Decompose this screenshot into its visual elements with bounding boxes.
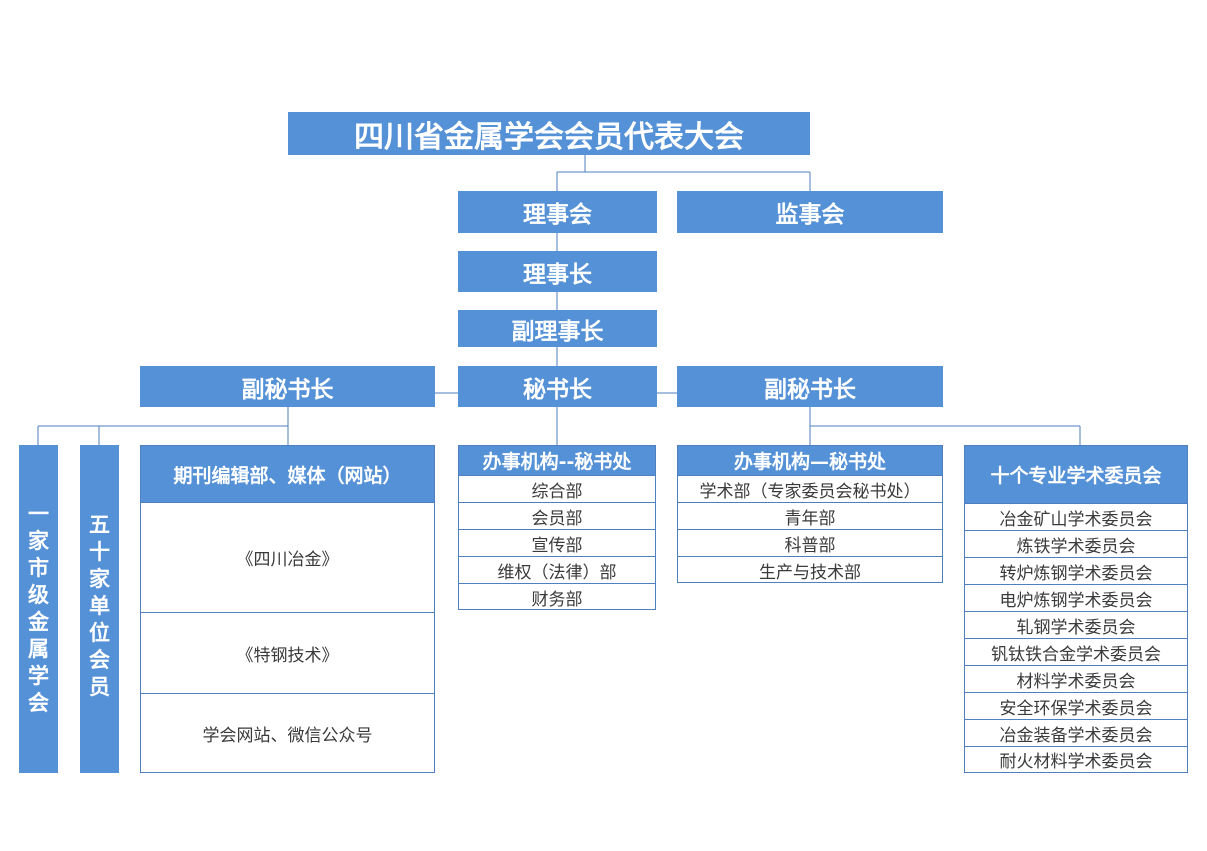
media-item: 《特钢技术》 (141, 612, 434, 693)
committee-item: 材料学术委员会 (965, 665, 1187, 692)
office-right-title: 办事机构—秘书处 (678, 446, 942, 475)
city-societies-label: 一家市级金属学会 (28, 501, 49, 717)
media-item: 《四川冶金》 (141, 502, 434, 612)
deputy-secretary-left-box: 副秘书长 (140, 366, 435, 407)
members-congress-label: 四川省金属学会会员代表大会 (354, 119, 744, 155)
supervisory-board-box: 监事会 (677, 191, 943, 233)
committee-item: 电炉炼钢学术委员会 (965, 584, 1187, 611)
city-societies-char: 属 (28, 637, 49, 661)
office-right-item: 青年部 (678, 502, 942, 529)
city-societies-box: 一家市级金属学会 (19, 445, 58, 773)
member-units-char: 单 (89, 594, 110, 618)
office-left-panel: 办事机构--秘书处 综合部 会员部 宣传部 维权（法律）部 财务部 (458, 445, 656, 610)
city-societies-char: 金 (28, 610, 49, 634)
office-right-panel: 办事机构—秘书处 学术部（专家委员会秘书处） 青年部 科普部 生产与技术部 (677, 445, 943, 583)
president-box: 理事长 (458, 251, 657, 292)
city-societies-char: 级 (28, 583, 49, 607)
office-left-title: 办事机构--秘书处 (459, 446, 655, 475)
deputy-secretary-right-label: 副秘书长 (764, 376, 856, 403)
member-units-label: 五十家单位会员 (89, 512, 110, 701)
committee-item: 钒钛铁合金学术委员会 (965, 638, 1187, 665)
city-societies-char: 会 (28, 691, 49, 715)
media-panel: 期刊编辑部、媒体（网站） 《四川冶金》 《特钢技术》 学会网站、微信公众号 (140, 445, 435, 773)
committee-item: 炼铁学术委员会 (965, 530, 1187, 557)
members-congress-box: 四川省金属学会会员代表大会 (288, 112, 810, 155)
vice-president-label: 副理事长 (511, 318, 604, 345)
committee-item: 转炉炼钢学术委员会 (965, 557, 1187, 584)
supervisory-board-label: 监事会 (775, 202, 845, 228)
office-left-item: 综合部 (459, 475, 655, 502)
office-left-item: 财务部 (459, 583, 655, 610)
office-left-item: 宣传部 (459, 529, 655, 556)
city-societies-char: 一 (28, 502, 49, 526)
member-units-char: 五 (89, 513, 110, 537)
committee-item: 冶金矿山学术委员会 (965, 503, 1187, 530)
media-item: 学会网站、微信公众号 (141, 693, 434, 772)
deputy-secretary-left-label: 副秘书长 (241, 376, 334, 403)
committee-item: 耐火材料学术委员会 (965, 746, 1187, 772)
council-box: 理事会 (458, 191, 657, 233)
member-units-box: 五十家单位会员 (80, 445, 119, 773)
member-units-char: 会 (89, 648, 110, 672)
media-title: 期刊编辑部、媒体（网站） (141, 446, 434, 502)
member-units-char: 十 (89, 540, 110, 564)
office-left-item: 会员部 (459, 502, 655, 529)
office-left-item: 维权（法律）部 (459, 556, 655, 583)
committees-panel: 十个专业学术委员会 冶金矿山学术委员会 炼铁学术委员会 转炉炼钢学术委员会 电炉… (964, 445, 1188, 773)
office-right-item: 生产与技术部 (678, 556, 942, 583)
city-societies-char: 学 (28, 664, 49, 688)
committee-item: 轧钢学术委员会 (965, 611, 1187, 638)
city-societies-char: 市 (28, 556, 49, 580)
secretary-general-box: 秘书长 (458, 366, 657, 407)
city-societies-char: 家 (28, 529, 49, 553)
secretary-general-label: 秘书长 (523, 376, 592, 403)
office-right-item: 学术部（专家委员会秘书处） (678, 475, 942, 502)
council-label: 理事会 (523, 202, 592, 228)
member-units-char: 位 (89, 621, 110, 645)
committee-item: 安全环保学术委员会 (965, 692, 1187, 719)
committees-title: 十个专业学术委员会 (965, 446, 1187, 503)
office-right-item: 科普部 (678, 529, 942, 556)
deputy-secretary-right-box: 副秘书长 (677, 366, 943, 407)
member-units-char: 家 (89, 567, 110, 591)
president-label: 理事长 (523, 261, 592, 288)
committee-item: 冶金装备学术委员会 (965, 719, 1187, 746)
member-units-char: 员 (89, 675, 110, 699)
vice-president-box: 副理事长 (458, 310, 657, 347)
